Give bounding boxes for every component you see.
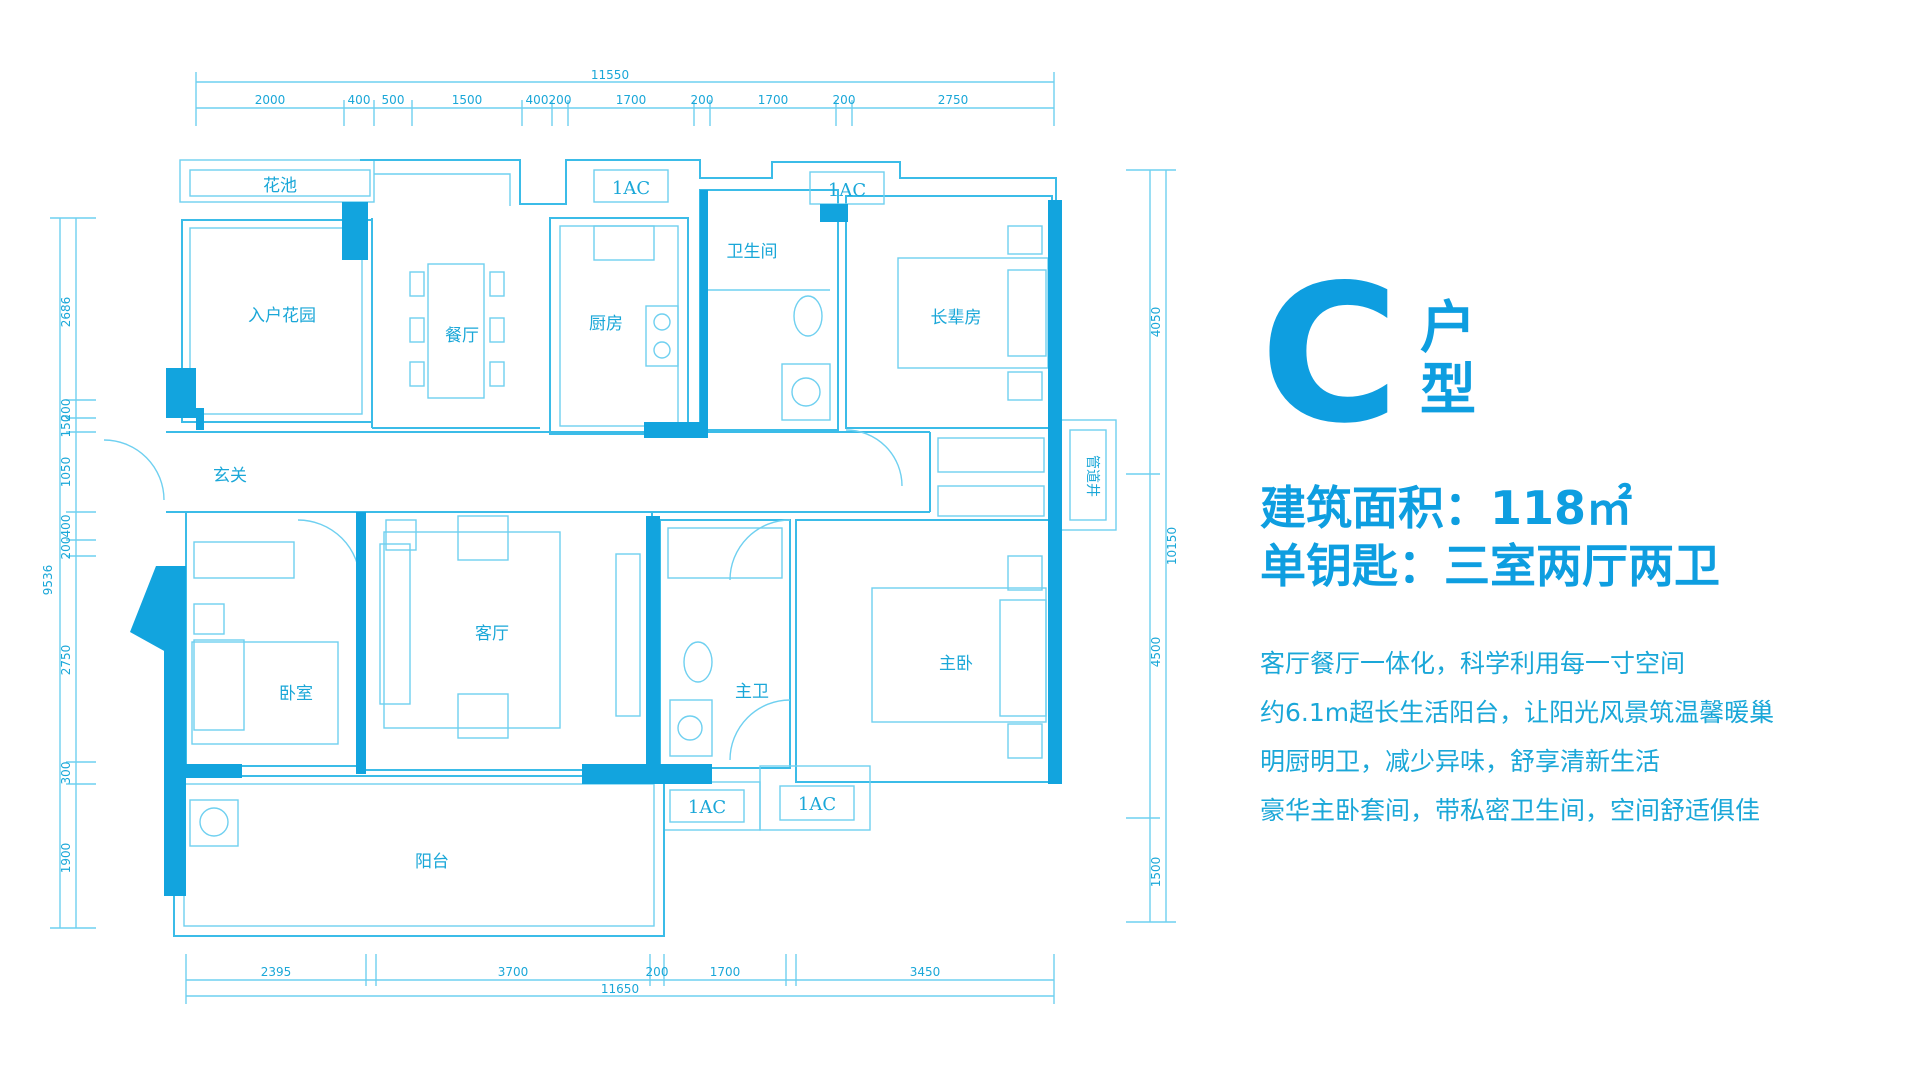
area-value: 118㎡ xyxy=(1490,481,1633,535)
unit-type-letter: C xyxy=(1260,244,1400,465)
ac-label-bottom-2: 1AC xyxy=(798,794,836,815)
room-label-elder-room: 长辈房 xyxy=(931,308,982,328)
feature-item: 客厅餐厅一体化，科学利用每一寸空间 xyxy=(1260,649,1686,678)
room-label-flower-bed: 花池 xyxy=(263,176,297,196)
room-label-pipe-shaft: 管道井 xyxy=(1084,455,1100,497)
layout-label: 单钥匙： xyxy=(1260,538,1444,593)
left-dim-8: 300 xyxy=(59,762,73,785)
left-dim-3: 150 xyxy=(59,415,73,438)
feature-item: 豪华主卧套间，带私密卫生间，空间舒适俱佳 xyxy=(1260,796,1761,825)
unit-layout: 单钥匙：三室两厅两卫 xyxy=(1260,538,1900,596)
bottom-dim-5: 3450 xyxy=(910,965,941,979)
left-dim-7: 2750 xyxy=(59,645,73,676)
top-dim-8: 200 xyxy=(691,93,714,107)
building-area: 建筑面积：118㎡ xyxy=(1260,480,1900,538)
ac-label-top-2: 1AC xyxy=(828,180,866,201)
left-total-dim: 9536 xyxy=(41,565,55,596)
top-dim-5: 400 xyxy=(526,93,549,107)
unit-type-suffix: 户型 xyxy=(1420,296,1476,423)
left-dim-5: 400 xyxy=(59,515,73,538)
top-dim-1: 2000 xyxy=(255,93,286,107)
room-label-bedroom: 卧室 xyxy=(279,684,313,704)
wall-outlines xyxy=(166,159,1117,937)
right-dim-4: 1500 xyxy=(1149,857,1163,888)
room-label-bathroom: 卫生间 xyxy=(727,242,778,262)
right-dim-3: 4500 xyxy=(1149,637,1163,668)
ac-label-bottom-1: 1AC xyxy=(688,797,726,818)
right-dim-1: 4050 xyxy=(1149,307,1163,338)
bottom-dim-4: 1700 xyxy=(710,965,741,979)
room-label-master-bedroom: 主卧 xyxy=(939,654,973,674)
room-label-foyer: 玄关 xyxy=(213,466,247,486)
right-dimension-lines xyxy=(1126,169,1176,923)
layout-value: 三室两厅两卫 xyxy=(1444,538,1720,593)
bottom-dim-1: 2395 xyxy=(261,965,292,979)
left-dim-1: 2686 xyxy=(59,297,73,328)
top-dim-6: 200 xyxy=(549,93,572,107)
room-label-kitchen: 厨房 xyxy=(589,314,623,334)
area-label: 建筑面积： xyxy=(1260,481,1490,535)
top-dim-10: 200 xyxy=(833,93,856,107)
top-dim-2: 400 xyxy=(348,93,371,107)
feature-list: 客厅餐厅一体化，科学利用每一寸空间 约6.1m超长生活阳台，让阳光风景筑温馨暖巢… xyxy=(1260,639,1900,835)
top-dim-9: 1700 xyxy=(758,93,789,107)
top-dim-3: 500 xyxy=(382,93,405,107)
bottom-total-dim: 11650 xyxy=(601,982,639,996)
left-dimension-lines xyxy=(50,217,96,929)
left-dim-6: 200 xyxy=(59,537,73,560)
top-total-dim: 11550 xyxy=(591,68,629,82)
top-dim-7: 1700 xyxy=(616,93,647,107)
unit-type-heading: C 户型 xyxy=(1260,260,1900,460)
unit-info-panel: C 户型 建筑面积：118㎡ 单钥匙：三室两厅两卫 客厅餐厅一体化，科学利用每一… xyxy=(1260,260,1900,835)
top-dimension-lines xyxy=(195,72,1055,126)
bottom-dimension-lines xyxy=(185,954,1055,1004)
top-dim-11: 2750 xyxy=(938,93,969,107)
left-dim-4: 1050 xyxy=(59,457,73,488)
bottom-dim-2: 3700 xyxy=(498,965,529,979)
room-label-entry-garden: 入户花园 xyxy=(248,306,316,326)
left-dim-9: 1900 xyxy=(59,843,73,874)
furniture xyxy=(103,225,1049,847)
top-dim-4: 1500 xyxy=(452,93,483,107)
bottom-dim-3: 200 xyxy=(646,965,669,979)
feature-item: 明厨明卫，减少异味，舒享清新生活 xyxy=(1260,747,1661,776)
feature-item: 约6.1m超长生活阳台，让阳光风景筑温馨暖巢 xyxy=(1260,698,1775,727)
structural-walls xyxy=(130,190,1062,896)
room-label-balcony: 阳台 xyxy=(415,852,449,872)
room-label-master-bath: 主卫 xyxy=(735,682,769,702)
left-dim-2: 200 xyxy=(59,399,73,422)
room-label-dining: 餐厅 xyxy=(445,326,479,346)
ac-label-top-1: 1AC xyxy=(612,178,650,199)
right-dim-2: 10150 xyxy=(1165,527,1179,565)
room-label-living: 客厅 xyxy=(475,624,509,644)
